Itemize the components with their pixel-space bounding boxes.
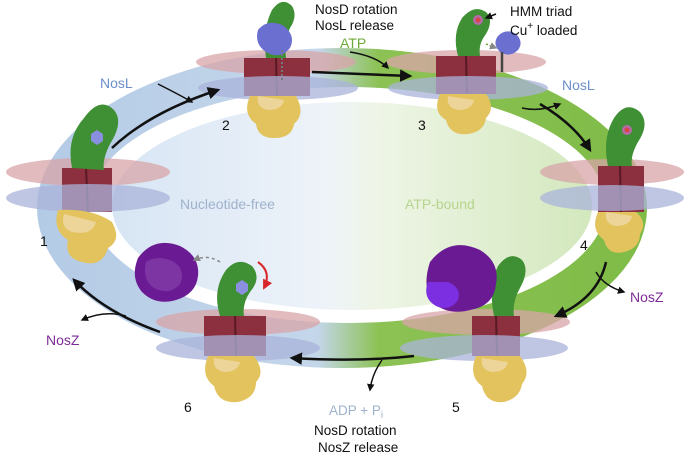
arrow-hmm-pointer xyxy=(484,12,497,20)
nosz-label-right: NosZ xyxy=(630,289,664,305)
nosd-rotation-top-label: NosD rotation xyxy=(315,2,398,17)
arrow-nosl-in xyxy=(157,83,194,103)
transporter-state-1 xyxy=(6,104,170,264)
arrow-2-to-3 xyxy=(311,69,413,82)
state-number-6: 6 xyxy=(184,399,192,415)
arrow-nosz-out-left xyxy=(80,313,127,321)
cu-loaded-rest: loaded xyxy=(533,23,578,38)
nosz-label-left: NosZ xyxy=(46,332,80,348)
nucleotide-free-label: Nucleotide-free xyxy=(180,196,275,212)
nosl-release-label: NosL release xyxy=(315,18,395,33)
atp-bound-label: ATP-bound xyxy=(405,196,475,212)
state-number-5: 5 xyxy=(452,399,460,415)
transporter-state-2 xyxy=(196,1,358,138)
arrow-5-to-6 xyxy=(289,352,415,365)
adp-pi-base: ADP + P xyxy=(329,403,381,418)
nosd-rotation-bottom-label: NosD rotation xyxy=(314,423,397,438)
adp-pi-subscript: i xyxy=(380,410,384,421)
arrow-4-to-5 xyxy=(553,261,608,318)
adp-pi-label: ADP + Pi xyxy=(329,403,384,421)
hmm-triad-label: HMM triad xyxy=(510,4,573,19)
nosz-release-label: NosZ release xyxy=(318,440,399,455)
arrow-adp-out xyxy=(367,359,383,392)
arrow-nosz-out-right xyxy=(595,271,626,294)
atp-label: ATP xyxy=(340,35,367,51)
state-number-4: 4 xyxy=(580,237,588,253)
transporter-state-5 xyxy=(400,245,570,403)
transporter-state-3 xyxy=(386,9,548,135)
state-number-2: 2 xyxy=(222,117,230,133)
cu-loaded-label: Cu+ loaded xyxy=(510,21,577,39)
state-number-1: 1 xyxy=(40,233,48,249)
arrow-atp-in xyxy=(349,51,390,70)
cu-loaded-base: Cu xyxy=(510,23,528,38)
nosl-label-right: NosL xyxy=(562,77,595,93)
branch-arrows xyxy=(80,12,626,392)
transporter-state-4 xyxy=(540,107,684,253)
arrow-1-to-2 xyxy=(111,87,221,149)
state-number-3: 3 xyxy=(418,117,426,133)
arrow-nosl-out xyxy=(521,102,562,111)
transporter-state-6 xyxy=(134,242,320,403)
nosl-label-top-left: NosL xyxy=(100,75,133,91)
arrow-6-to-1 xyxy=(72,278,161,334)
cu-loaded-charge: + xyxy=(527,21,534,32)
